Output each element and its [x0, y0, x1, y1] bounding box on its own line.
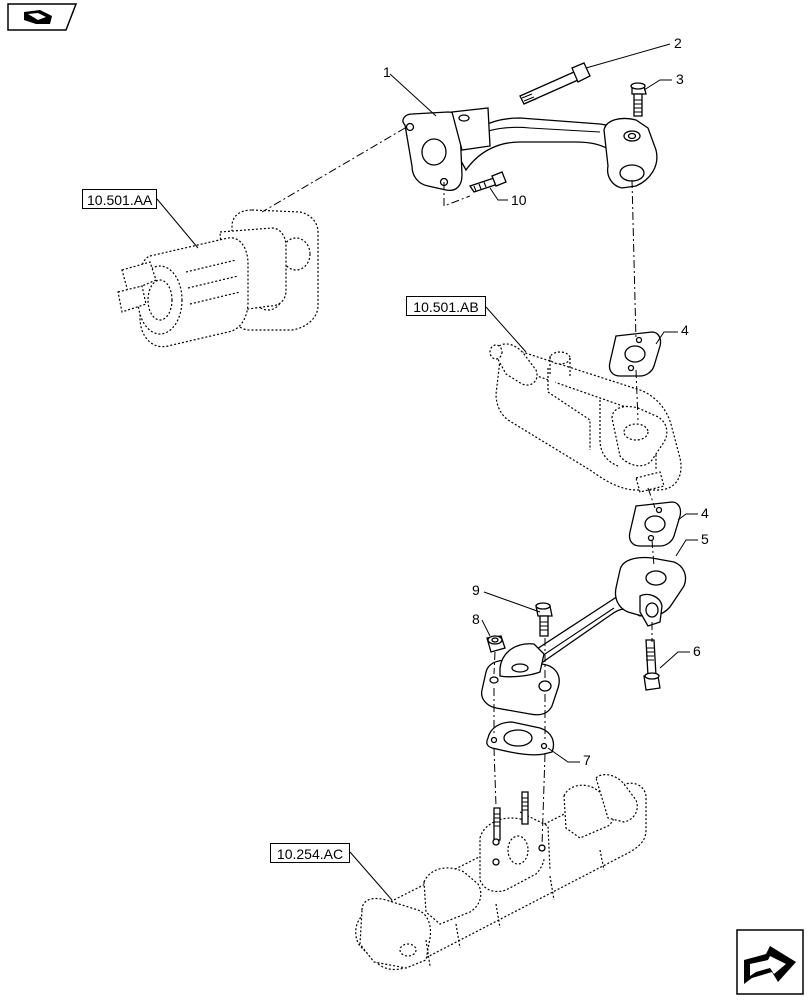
ref-label-exhaust-manifold[interactable]: 10.254.AC: [270, 843, 350, 863]
ref-label-egr-cooler[interactable]: 10.501.AB: [406, 296, 486, 316]
callout-number-4-upper: 4: [681, 322, 689, 338]
nut-part-8[interactable]: [486, 635, 506, 653]
callout-number-1: 1: [383, 64, 391, 80]
callout-number-9: 9: [472, 582, 480, 598]
bolt-part-10[interactable]: [468, 171, 507, 193]
long-bolt-part-2[interactable]: [519, 62, 591, 105]
gasket-part-7[interactable]: [486, 721, 555, 756]
callout-number-5: 5: [701, 531, 709, 547]
short-bolt-part-3[interactable]: [630, 82, 647, 117]
lower-pipe-part-5[interactable]: [480, 556, 687, 716]
callout-number-2: 2: [674, 35, 682, 51]
book-with-arrow-icon[interactable]: [7, 3, 78, 31]
gasket-part-4-lower[interactable]: [628, 501, 682, 547]
callout-number-10: 10: [511, 192, 527, 208]
egr-pipe-part-1[interactable]: [402, 107, 658, 192]
gasket-part-4-upper[interactable]: [608, 331, 662, 377]
egr-cooler-assembly[interactable]: [489, 343, 682, 493]
callout-number-8: 8: [472, 611, 480, 627]
callout-number-4-lower: 4: [701, 505, 709, 521]
exhaust-manifold-assembly[interactable]: [355, 774, 647, 971]
egr-valve-assembly[interactable]: [117, 209, 319, 348]
assembly-centerlines: [261, 127, 656, 847]
bolt-part-6[interactable]: [643, 639, 661, 691]
callout-number-6: 6: [693, 643, 701, 659]
callout-number-3: 3: [676, 71, 684, 87]
callout-number-7: 7: [583, 752, 591, 768]
next-page-arrow-icon[interactable]: [736, 929, 804, 995]
callout-leaders: [156, 43, 698, 901]
ref-label-egr-valve[interactable]: 10.501.AA: [82, 189, 157, 209]
bolt-part-9[interactable]: [535, 602, 553, 637]
